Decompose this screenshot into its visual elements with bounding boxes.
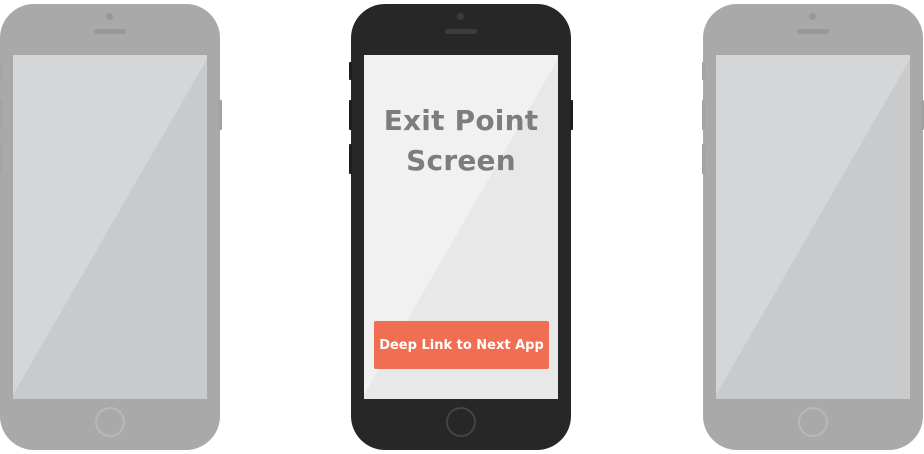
front-camera — [809, 13, 816, 20]
power-button — [570, 100, 573, 130]
volume-down-button — [349, 144, 352, 174]
phone-center-active: Exit Point Screen Deep Link to Next App — [349, 4, 573, 450]
home-button — [798, 407, 828, 437]
power-button — [921, 100, 924, 130]
power-button — [219, 100, 222, 130]
volume-down-button — [702, 144, 705, 174]
phone-screen-right — [716, 55, 910, 399]
mute-switch — [702, 62, 705, 80]
home-button[interactable] — [446, 407, 476, 437]
mute-switch — [349, 62, 352, 80]
front-camera — [457, 13, 464, 20]
phone-left-inactive — [0, 4, 222, 450]
volume-up-button — [702, 100, 705, 130]
volume-up-button — [0, 100, 2, 130]
home-button — [95, 407, 125, 437]
screen-title-line1: Exit Point — [383, 104, 539, 137]
volume-up-button — [349, 100, 352, 130]
screen-title: Exit Point Screen — [364, 101, 558, 181]
phone-screen-left — [13, 55, 207, 399]
exit-point-screen: Exit Point Screen Deep Link to Next App — [364, 55, 558, 399]
volume-down-button — [0, 144, 2, 174]
earpiece-speaker — [797, 29, 829, 34]
mute-switch — [0, 62, 2, 80]
front-camera — [106, 13, 113, 20]
screen-title-line2: Screen — [406, 144, 516, 177]
earpiece-speaker — [445, 29, 477, 34]
earpiece-speaker — [94, 29, 126, 34]
phone-right-inactive — [702, 4, 924, 450]
deep-link-button[interactable]: Deep Link to Next App — [374, 321, 549, 369]
